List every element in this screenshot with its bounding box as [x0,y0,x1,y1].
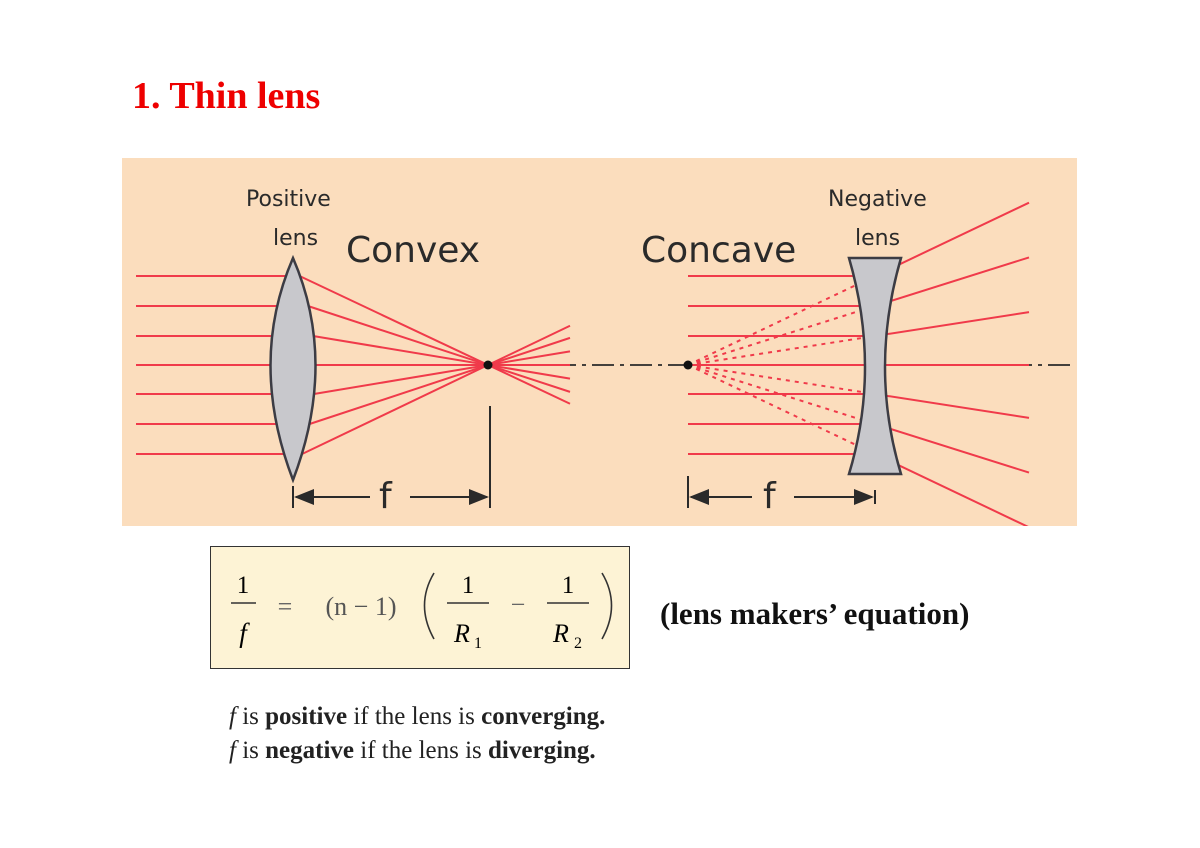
positive-lens-label-line2: lens [273,226,319,251]
convex-focal-point [483,360,493,370]
convex-rays [136,275,571,455]
note-converging: f is positive if the lens is converging. [229,703,606,730]
lens-diagram-graphic [136,201,1072,526]
convex-focal-length-marker [292,406,491,508]
converging-ray [299,275,571,405]
eq-frac2-numerator: 1 [562,572,575,599]
convex-label: Convex [346,230,481,271]
concave-rays [688,201,1030,526]
note-var: f [229,737,236,764]
convex-lens-shape [269,254,317,484]
converging-ray [313,350,571,395]
virtual-ray-extension [687,275,876,366]
diverging-ray [874,393,1030,419]
note-var: f [229,703,236,730]
slide-title: 1. Thin lens [132,75,321,117]
negative-lens-label-line2: lens [855,226,901,251]
diverging-ray [874,453,1029,526]
eq-right-paren [601,572,613,640]
eq-minus-sign: − [511,590,526,619]
converging-ray [307,305,571,393]
note-diverging: f is negative if the lens is diverging. [229,737,596,764]
virtual-ray-extension [687,364,876,425]
positive-lens-label-line1: Positive [246,187,331,212]
lens-makers-equation-box: 1 f = (n − 1) 1 R 1 − 1 R 2 [210,546,630,669]
converging-ray [312,335,571,380]
concave-focal-length-label: f [763,476,776,517]
eq-frac2-denominator: R [552,619,569,648]
virtual-rays [687,275,876,455]
diverging-ray [874,311,1030,337]
converging-ray [301,324,571,455]
eq-frac2-subscript: 2 [574,635,582,652]
diverging-ray [874,423,1030,474]
eq-left-paren [423,572,435,640]
virtual-ray-extension [687,364,876,395]
equation-name: (lens makers’ equation) [660,596,970,631]
lens-makers-equation: 1 f = (n − 1) 1 R 1 − 1 R 2 [231,572,613,652]
virtual-ray-extension [687,305,876,366]
virtual-ray-extension [687,364,876,455]
diverging-ray [874,256,1030,307]
diverging-ray [874,201,1030,277]
concave-label: Concave [641,230,797,271]
convex-focal-length-label: f [379,476,392,517]
concave-lens-shape [847,256,903,476]
eq-factor: (n − 1) [326,592,397,621]
eq-frac1-subscript: 1 [474,635,482,652]
virtual-ray-extension [687,335,876,366]
eq-frac1-denominator: R [453,619,470,648]
eq-equals-sign: = [278,592,293,621]
concave-focal-length-marker [687,476,876,508]
converging-ray [309,336,571,425]
concave-focal-point [683,360,693,370]
lens-diagram: Positive lens Convex Concave Negative le… [122,158,1077,526]
eq-lhs-denominator: f [239,618,250,648]
eq-frac1-numerator: 1 [462,572,475,599]
negative-lens-label-line1: Negative [828,187,927,212]
eq-lhs-numerator: 1 [237,572,250,599]
